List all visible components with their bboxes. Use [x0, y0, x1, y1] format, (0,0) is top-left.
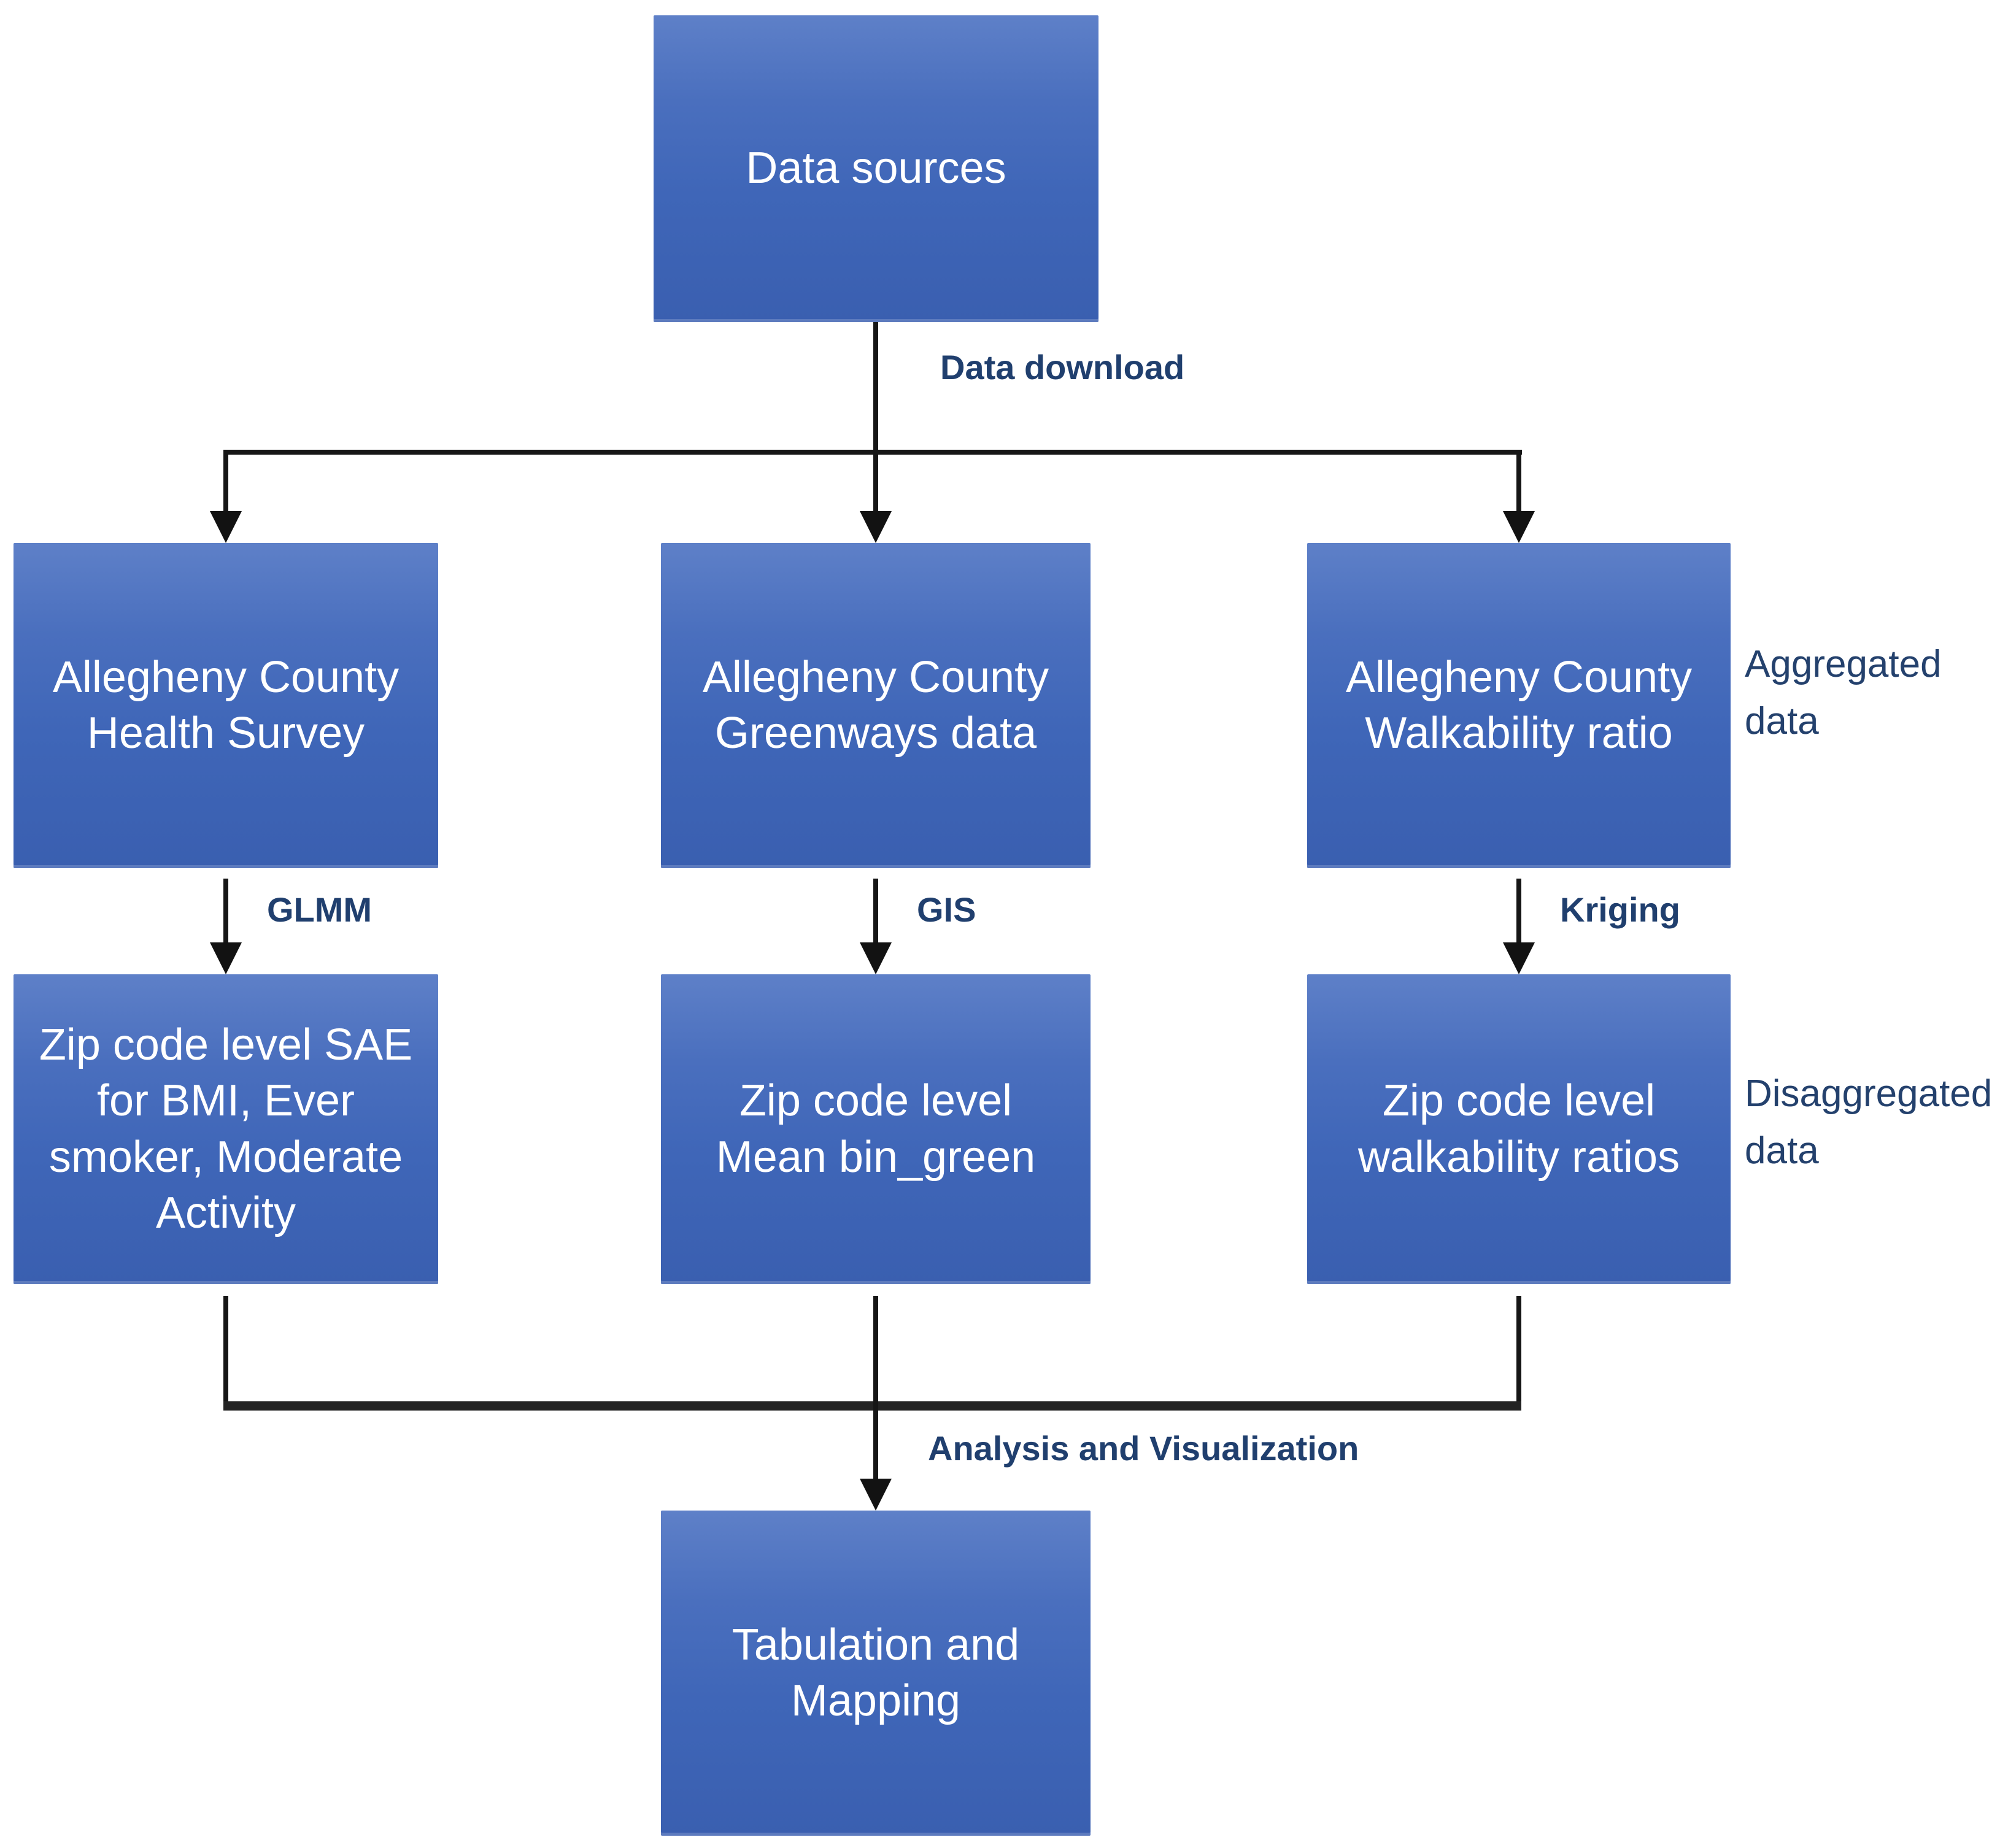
connector-branch-horizontal: [223, 450, 1522, 455]
node-data-sources: Data sources: [654, 15, 1098, 322]
edge-label-analysis-visualization: Analysis and Visualization: [928, 1429, 1359, 1468]
connector-drop-middle: [873, 450, 878, 512]
arrowhead-down-icon: [210, 942, 242, 974]
connector-merge-left: [223, 1296, 228, 1406]
node-health-survey: Allegheny County Health Survey: [14, 543, 438, 868]
edge-label-gis: GIS: [917, 890, 976, 929]
connector-merge-center: [873, 1296, 878, 1480]
side-label-aggregated-data: Aggregated data: [1745, 643, 1942, 742]
arrowhead-down-icon: [1503, 942, 1535, 974]
connector-drop-left: [223, 450, 228, 512]
node-mean-bin-green: Zip code level Mean bin_green: [661, 974, 1091, 1284]
arrowhead-down-icon: [860, 511, 892, 543]
arrowhead-down-icon: [1503, 511, 1535, 543]
node-tabulation-mapping: Tabulation and Mapping: [661, 1511, 1091, 1836]
connector-glmm-arrow: [223, 879, 228, 943]
arrowhead-down-icon: [860, 1479, 892, 1511]
edge-label-kriging: Kriging: [1560, 890, 1680, 929]
connector-gis-arrow: [873, 879, 878, 943]
connector-merge-right: [1516, 1296, 1521, 1406]
connector-drop-right: [1516, 450, 1521, 512]
connector-top-vertical: [873, 322, 878, 452]
edge-label-data-download: Data download: [940, 348, 1185, 387]
connector-kriging-arrow: [1516, 879, 1521, 943]
arrowhead-down-icon: [860, 942, 892, 974]
node-walkability-ratios: Zip code level walkability ratios: [1307, 974, 1731, 1284]
node-walkability-ratio: Allegheny County Walkability ratio: [1307, 543, 1731, 868]
connector-merge-horizontal: [223, 1401, 1521, 1411]
edge-label-glmm: GLMM: [267, 890, 373, 929]
side-label-disaggregated-data: Disaggregated data: [1745, 1072, 1993, 1172]
arrowhead-down-icon: [210, 511, 242, 543]
node-greenways-data: Allegheny County Greenways data: [661, 543, 1091, 868]
node-sae: Zip code level SAE for BMI, Ever smoker,…: [14, 974, 438, 1284]
